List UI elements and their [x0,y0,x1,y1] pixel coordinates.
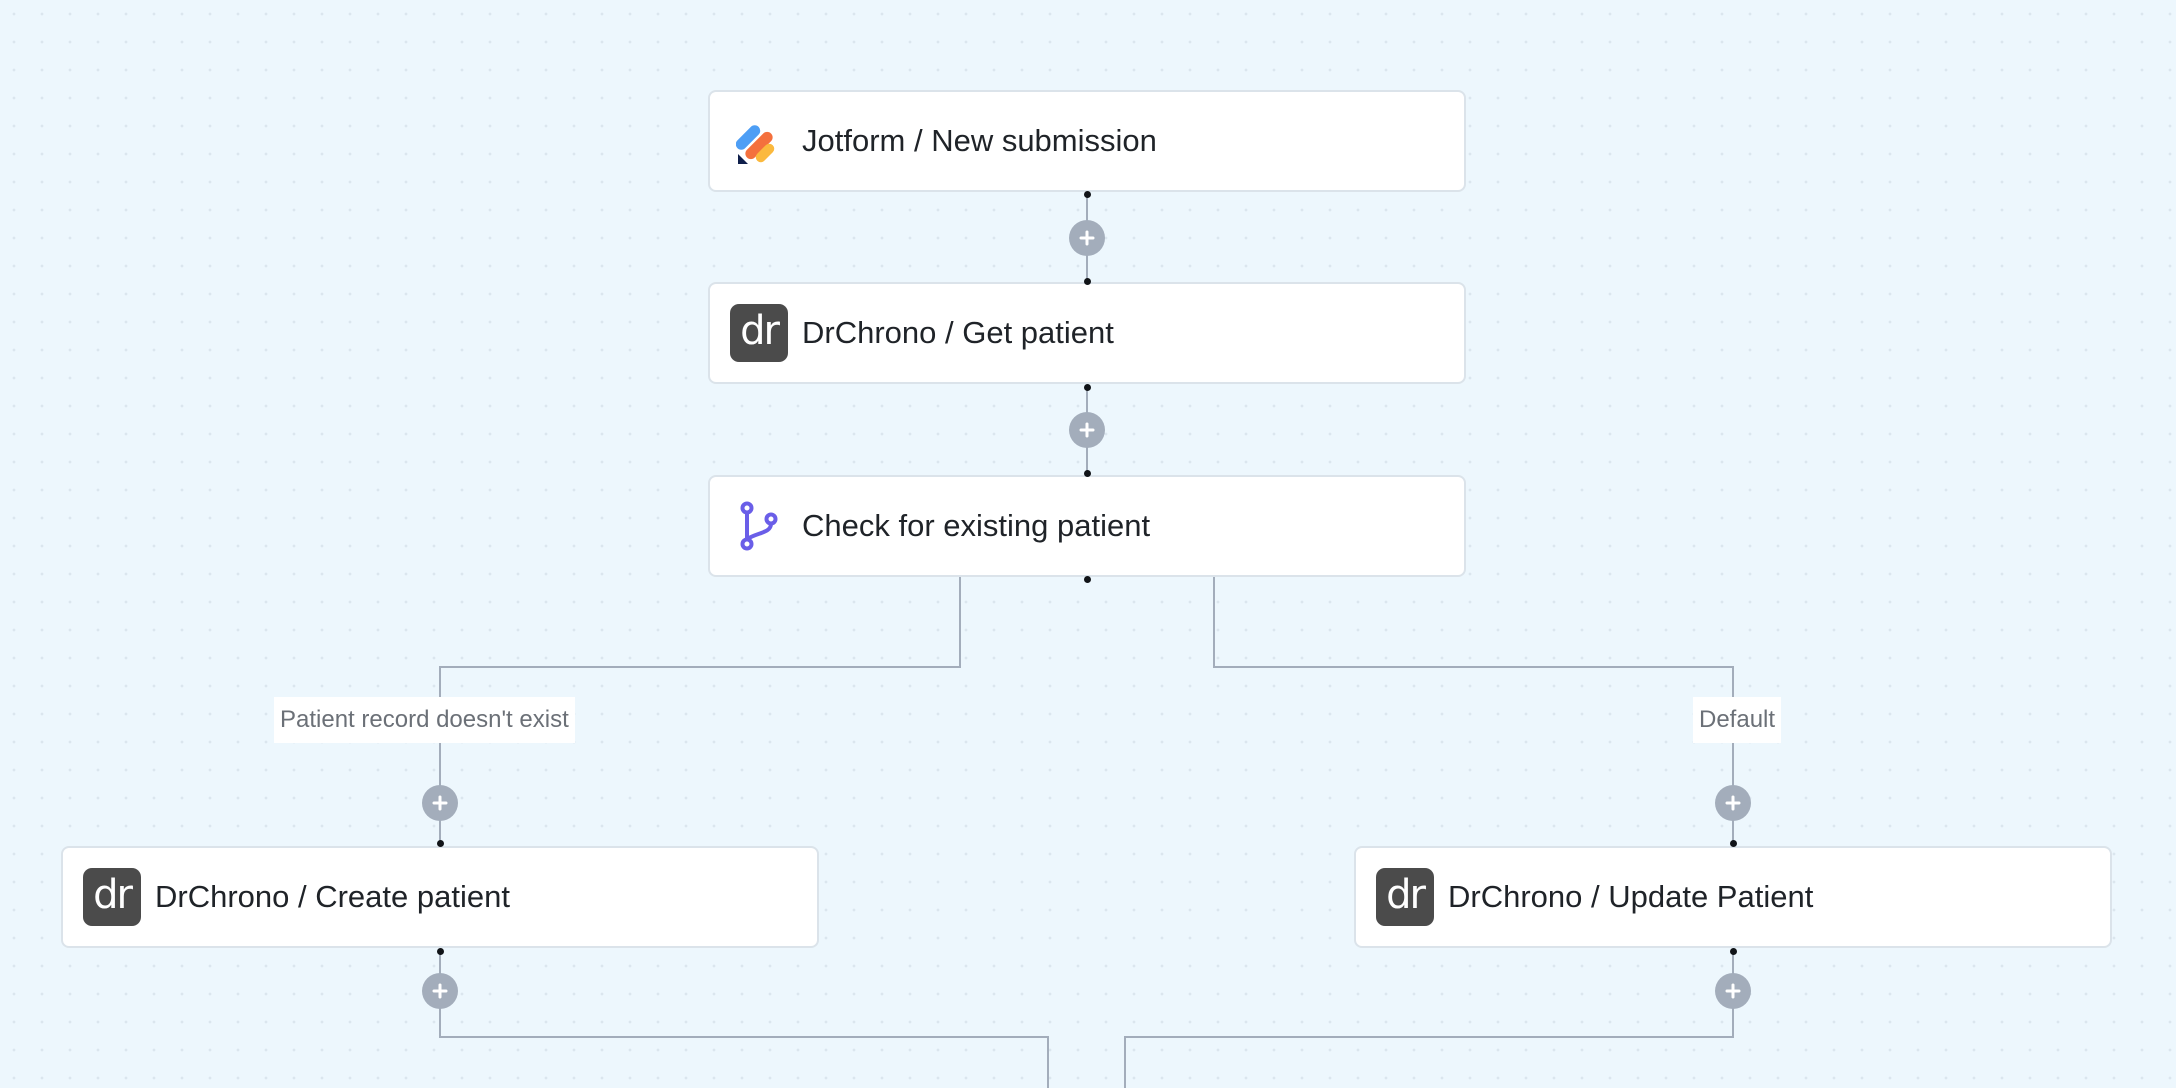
add-step-button[interactable] [1715,973,1751,1009]
branch-icon [730,497,788,555]
node-drchrono-get-patient[interactable]: dr DrChrono / Get patient [708,282,1466,384]
node-label: DrChrono / Get patient [802,315,1114,350]
connector-handle[interactable] [1083,469,1091,477]
connector-handle[interactable] [1083,190,1091,198]
node-label: Check for existing patient [802,508,1151,543]
jotform-logo-icon [730,112,788,170]
add-step-button[interactable] [422,785,458,821]
drchrono-logo-icon: dr [83,868,141,926]
connector-check-to-right-branch [1213,577,1734,843]
drchrono-badge: dr [730,304,788,362]
plus-icon [432,983,448,999]
add-step-button[interactable] [1069,220,1105,256]
node-label: Jotform / New submission [802,123,1157,158]
connector-handle[interactable] [1083,277,1091,285]
node-drchrono-create-patient[interactable]: dr DrChrono / Create patient [61,846,819,948]
drchrono-badge-text: dr [740,308,780,354]
connector-handle[interactable] [1083,383,1091,391]
plus-icon [1725,983,1741,999]
connector-handle[interactable] [1729,947,1737,955]
node-jotform-new-submission[interactable]: Jotform / New submission [708,90,1466,192]
plus-icon [1079,230,1095,246]
drchrono-badge-text: dr [1386,872,1426,918]
drchrono-badge: dr [1376,868,1434,926]
connector-handle[interactable] [1083,575,1091,583]
connector-check-to-left-branch [439,577,961,843]
node-label: DrChrono / Update Patient [1448,879,1814,914]
drchrono-badge-text: dr [93,872,133,918]
add-step-button[interactable] [422,973,458,1009]
plus-icon [432,795,448,811]
drchrono-logo-icon: dr [730,304,788,362]
plus-icon [1079,422,1095,438]
node-check-existing-patient[interactable]: Check for existing patient [708,475,1466,577]
node-drchrono-update-patient[interactable]: dr DrChrono / Update Patient [1354,846,2112,948]
branch-label-right[interactable]: Default [1693,697,1782,743]
connector-handle[interactable] [1729,839,1737,847]
branch-label-left[interactable]: Patient record doesn't exist [274,697,575,743]
drchrono-badge: dr [83,868,141,926]
connector-create-to-merge [439,951,1049,1088]
connector-update-to-merge [1124,951,1734,1088]
drchrono-logo-icon: dr [1376,868,1434,926]
plus-icon [1725,795,1741,811]
connector-handle[interactable] [436,839,444,847]
node-label: DrChrono / Create patient [155,879,510,914]
connector-handle[interactable] [436,947,444,955]
add-step-button[interactable] [1069,412,1105,448]
add-step-button[interactable] [1715,785,1751,821]
